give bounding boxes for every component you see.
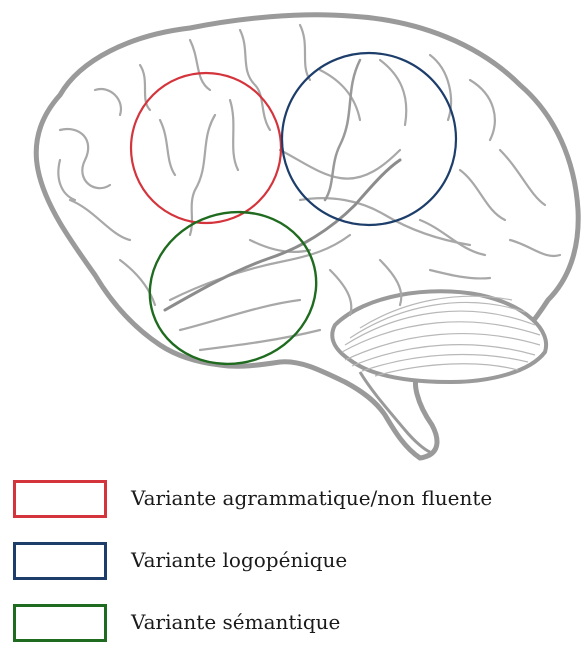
legend-label-logopenic: Variante logopénique [131, 548, 347, 572]
legend: Variante agrammatique/non fluente Varian… [13, 480, 573, 666]
legend-swatch-logopenic [13, 542, 107, 580]
legend-item-logopenic: Variante logopénique [13, 542, 573, 584]
legend-swatch-semantic [13, 604, 107, 642]
legend-label-semantic: Variante sémantique [131, 610, 340, 634]
legend-item-semantic: Variante sémantique [13, 604, 573, 646]
legend-item-agrammatic: Variante agrammatique/non fluente [13, 480, 573, 522]
legend-swatch-agrammatic [13, 480, 107, 518]
brain-diagram [0, 0, 581, 470]
legend-label-agrammatic: Variante agrammatique/non fluente [131, 486, 492, 510]
brain-outline [36, 15, 578, 458]
cerebellum [332, 291, 546, 382]
